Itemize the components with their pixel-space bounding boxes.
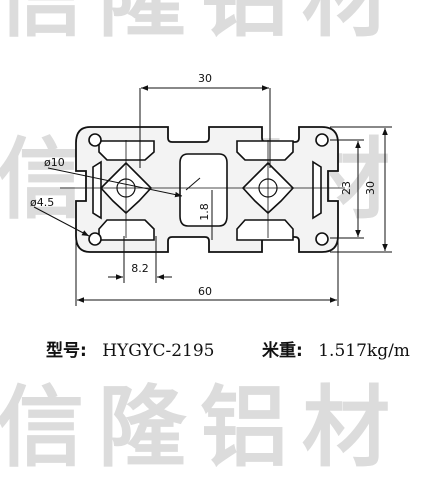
corner-holes <box>88 133 329 246</box>
dim-corner-hole <box>33 206 90 237</box>
dim-label-bottom: 60 <box>198 285 212 298</box>
weight-value: 1.517kg/m <box>318 341 410 361</box>
drawing-canvas: 信隆铝材 信隆铝材 信隆铝材 <box>0 0 410 472</box>
dim-label-slot: 8.2 <box>131 262 149 275</box>
dim-label-height-inner: 23 <box>340 181 353 195</box>
dim-right <box>330 126 392 253</box>
profile-drawing: 30 30 23 60 8.2 1. <box>30 72 392 306</box>
dim-bottom-60 <box>75 240 339 306</box>
dim-label-corner-hole: ø4.5 <box>30 196 54 209</box>
watermark-text: 信隆铝材 <box>0 0 404 42</box>
weight-label: 米重: <box>262 341 303 361</box>
dim-label-top: 30 <box>198 72 212 85</box>
model-value: HYGYC-2195 <box>102 341 215 361</box>
dim-slot <box>108 236 172 283</box>
model-caption: 型号: HYGYC-2195 <box>46 336 215 361</box>
dim-bore <box>47 167 201 198</box>
center-lines <box>60 140 345 238</box>
dim-top-30 <box>139 85 271 168</box>
model-label: 型号: <box>46 341 87 361</box>
dim-label-wall: 1.8 <box>198 203 211 221</box>
dim-label-height-outer: 30 <box>364 181 377 195</box>
dim-label-bore: ø10 <box>44 156 65 169</box>
weight-caption: 米重: 1.517kg/m <box>262 336 410 361</box>
